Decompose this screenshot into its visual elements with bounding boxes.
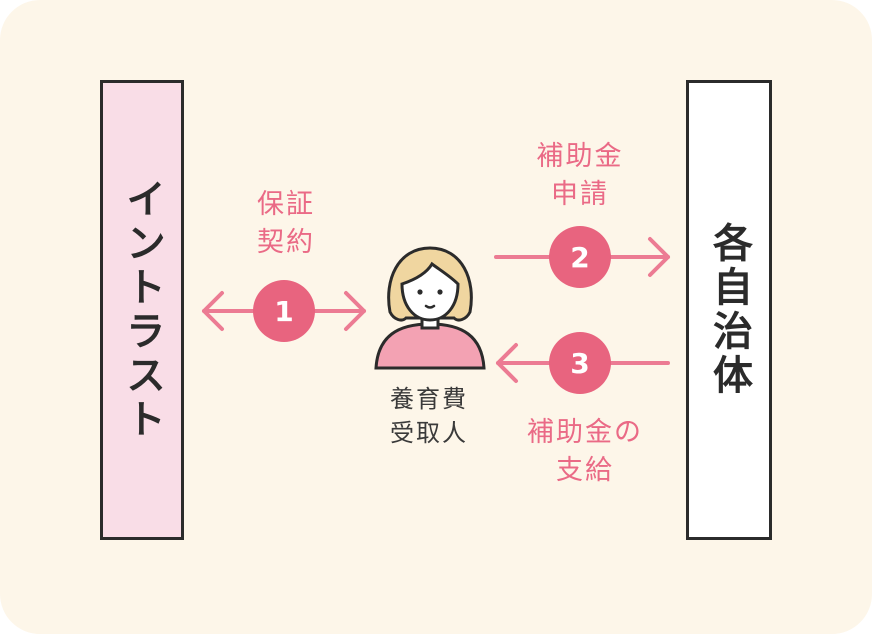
intrust-box: イントラスト [100,80,184,540]
step-2-badge: 2 [549,226,611,288]
municipality-label: 各自治体 [706,222,752,398]
step-3-line2: 支給 [556,455,614,486]
step-1-badge: 1 [253,280,315,342]
arrow-2-head [648,237,670,277]
person-icon [374,246,486,370]
step-2-line2: 申請 [551,179,609,210]
person-face [400,261,460,322]
step-3-badge: 3 [549,332,611,394]
step-2-line1: 補助金 [536,141,624,172]
arrow-1-right-head [344,291,366,331]
arrow-3-head [496,343,518,383]
recipient-line2: 受取人 [390,419,468,447]
step-3-label: 補助金の 支給 [500,414,670,490]
recipient-label: 養育費 受取人 [364,382,494,450]
intrust-label: イントラスト [119,178,165,442]
arrow-1-left-head [202,291,224,331]
person-body [374,322,486,370]
recipient-line1: 養育費 [390,385,468,413]
municipality-box: 各自治体 [686,80,772,540]
step-3-line1: 補助金の [527,417,643,448]
step-1-line1: 保証 [257,189,315,220]
step-2-label: 補助金 申請 [510,138,650,214]
step-1-line2: 契約 [257,227,315,258]
step-1-label: 保証 契約 [236,186,336,262]
